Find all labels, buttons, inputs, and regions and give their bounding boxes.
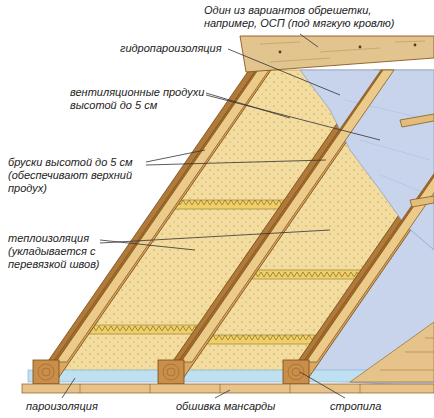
wool-band bbox=[89, 325, 198, 334]
osb-board bbox=[240, 36, 434, 72]
cladding bbox=[350, 322, 434, 382]
wool-band bbox=[207, 335, 316, 344]
rafters bbox=[35, 70, 434, 380]
callout-label: вентиляционные продухи высотой до 5 см bbox=[70, 86, 208, 112]
callout-label: гидропароизоляция bbox=[120, 42, 232, 55]
counter-battens bbox=[53, 70, 434, 362]
callout-label: стропила bbox=[330, 400, 420, 413]
callout-label: теплоизоляция (укладывается с перевязкой… bbox=[8, 232, 108, 271]
wool-band bbox=[252, 270, 361, 279]
callout-label: пароизоляция bbox=[26, 400, 136, 413]
wool-band bbox=[175, 200, 284, 209]
laths bbox=[400, 114, 434, 207]
rafter-ends bbox=[33, 360, 309, 384]
callout-label: обшивка мансарды bbox=[176, 400, 306, 413]
callout-label: бруски высотой до 5 см (обеспечивают вер… bbox=[8, 156, 140, 195]
callout-label: Один из вариантов обрешетки, например, О… bbox=[204, 4, 404, 30]
attic-lining bbox=[22, 384, 434, 393]
leader-lines bbox=[62, 34, 380, 398]
